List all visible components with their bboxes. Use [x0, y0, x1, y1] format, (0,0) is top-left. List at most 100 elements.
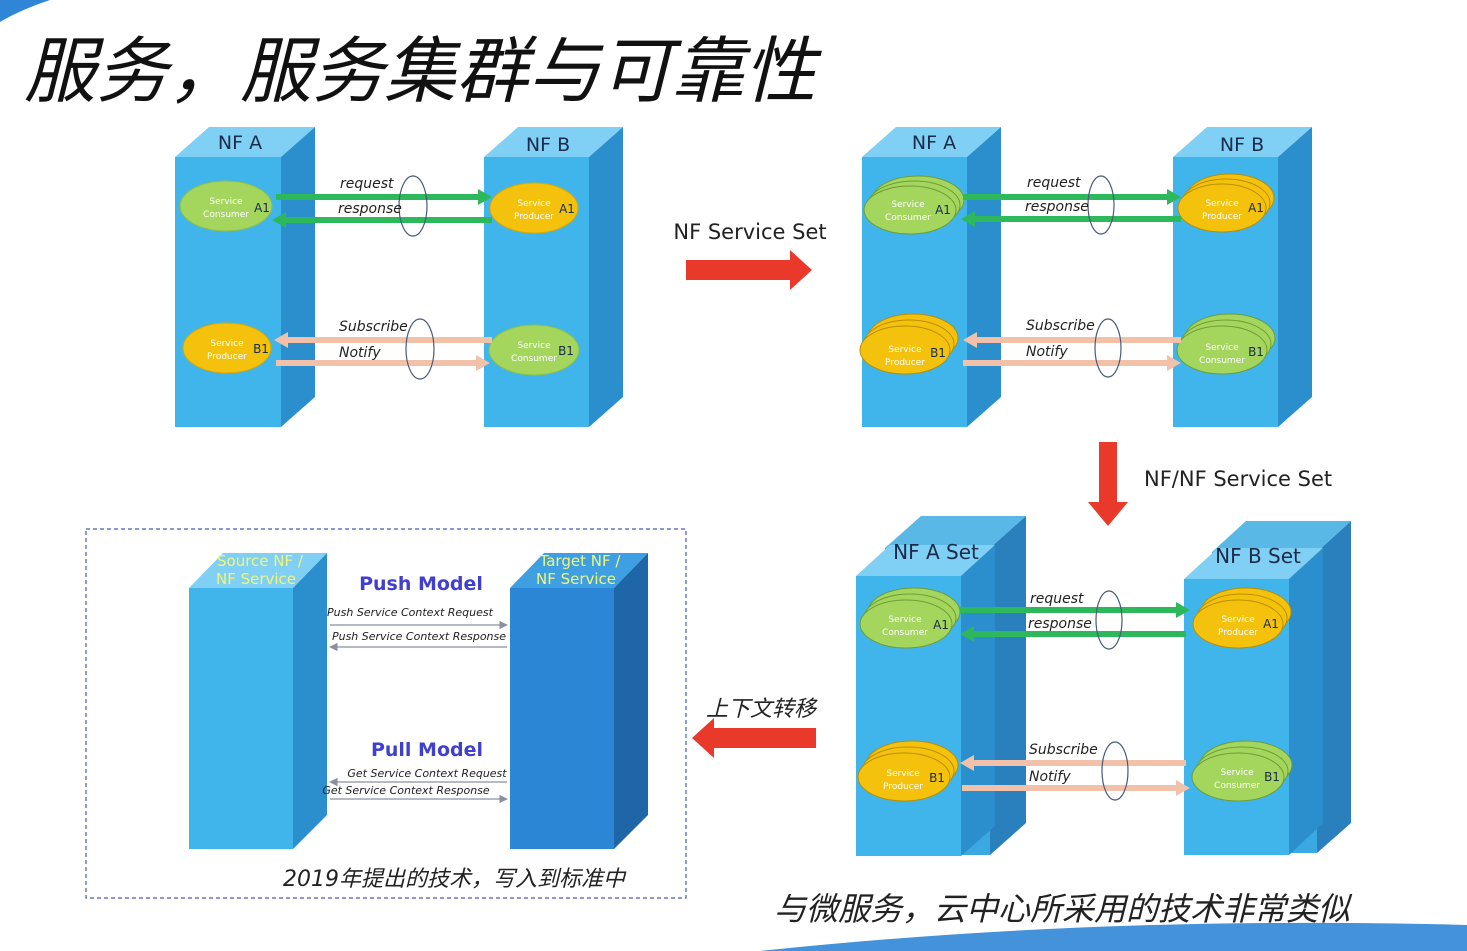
svg-text:Producer: Producer	[883, 782, 923, 792]
svg-text:B1: B1	[929, 771, 945, 785]
nf-nf-service-set-transition: NF/NF Service Set	[1088, 442, 1332, 526]
nf-b-box: NF B	[484, 127, 623, 427]
nf-a-label: NF A	[912, 132, 956, 154]
request-label: request	[1030, 591, 1084, 607]
request-label: request	[1027, 175, 1081, 191]
service-producer-b1: Service Producer B1	[182, 322, 272, 374]
response-label: response	[1028, 616, 1092, 632]
svg-text:B1: B1	[1248, 345, 1264, 359]
response-arrow	[961, 211, 1181, 227]
subscribe-notify-pair-marker	[1094, 318, 1122, 378]
service-consumer-b1: Service Consumer B1	[488, 324, 580, 376]
footer-note: 与微服务，云中心所采用的技术非常类似	[774, 890, 1353, 928]
context-transfer-transition: 上下文转移	[692, 697, 818, 758]
service-consumer-b1-stack: Service Consumer B1	[1191, 740, 1293, 802]
svg-text:Producer: Producer	[885, 358, 925, 368]
svg-text:Consumer: Consumer	[885, 213, 931, 223]
response-arrow	[272, 212, 492, 228]
request-response-pair-marker	[1087, 175, 1115, 235]
svg-text:Service: Service	[888, 345, 922, 355]
service-consumer-b1-stack: Service Consumer B1	[1176, 313, 1276, 375]
target-nf-box: Target NF / NF Service	[510, 552, 648, 849]
subscribe-arrow	[960, 755, 1186, 771]
svg-text:B1: B1	[930, 346, 946, 360]
nf-service-set-label: NF Service Set	[673, 220, 826, 244]
nf-a-box: NF A	[175, 127, 315, 427]
svg-text:Consumer: Consumer	[511, 354, 557, 364]
svg-text:A1: A1	[933, 618, 949, 632]
notify-label: Notify	[339, 345, 381, 361]
bottom-wave-decoration	[760, 922, 1467, 951]
push-response-label: Push Service Context Response	[332, 630, 506, 643]
service-consumer-a1-stack: Service Consumer A1	[859, 587, 961, 649]
push-request-label: Push Service Context Request	[327, 606, 494, 619]
service-producer-b1-stack: Service Producer B1	[859, 313, 959, 375]
nf-service-set-transition: NF Service Set	[673, 220, 827, 290]
response-label: response	[338, 201, 402, 217]
page-title: 服务，服务集群与可靠性	[24, 29, 822, 113]
pull-model-title: Pull Model	[371, 739, 483, 761]
notify-arrow	[962, 780, 1190, 796]
svg-text:Service: Service	[209, 197, 243, 207]
svg-text:Producer: Producer	[1218, 628, 1258, 638]
svg-text:Service: Service	[517, 341, 551, 351]
target-nf-label-line2: NF Service	[536, 570, 616, 588]
subscribe-label: Subscribe	[1029, 742, 1098, 758]
service-producer-a1-stack: Service Producer A1	[1177, 173, 1275, 233]
corner-decoration	[0, 0, 50, 22]
nf-a-box: NF A	[862, 127, 1001, 427]
nf-a-set-box: NF A Set	[856, 516, 1026, 856]
subscribe-arrow	[274, 332, 492, 348]
svg-text:Consumer: Consumer	[1199, 356, 1245, 366]
nf-b-box: NF B	[1173, 127, 1312, 427]
nf-b-set-label: NF B Set	[1215, 544, 1301, 568]
push-model-title: Push Model	[359, 573, 483, 595]
service-producer-a1: Service Producer A1	[489, 182, 579, 234]
nf-b-set-box: NF B Set	[1184, 521, 1351, 855]
panel-nf-service-set: NF A NF B Service Consumer A1 Service Pr…	[859, 127, 1312, 427]
notify-arrow	[963, 355, 1181, 371]
request-arrow	[960, 602, 1190, 618]
svg-text:Service: Service	[1221, 615, 1255, 625]
svg-text:Producer: Producer	[207, 352, 247, 362]
source-nf-label-line2: NF Service	[216, 570, 296, 588]
context-panel-border	[85, 528, 687, 899]
svg-text:A1: A1	[1248, 201, 1264, 215]
request-label: request	[340, 176, 394, 192]
svg-text:Service: Service	[891, 200, 925, 210]
svg-text:Producer: Producer	[1202, 212, 1242, 222]
pull-request-label: Get Service Context Request	[347, 767, 507, 780]
request-response-pair-marker	[1095, 590, 1123, 650]
nf-b-label: NF B	[1220, 134, 1264, 156]
svg-text:B1: B1	[253, 342, 269, 356]
source-nf-label-line1: Source NF /	[217, 552, 304, 570]
nf-b-label: NF B	[526, 134, 570, 156]
svg-text:Consumer: Consumer	[882, 628, 928, 638]
target-nf-label-line1: Target NF /	[539, 552, 622, 570]
context-caption: 2019年提出的技术，写入到标准中	[283, 867, 627, 892]
request-arrow	[963, 189, 1181, 205]
response-arrow	[960, 626, 1186, 642]
service-consumer-a1: Service Consumer A1	[179, 180, 273, 232]
response-label: response	[1025, 199, 1089, 215]
context-transfer-label: 上下文转移	[706, 697, 818, 722]
source-nf-box: Source NF / NF Service	[189, 552, 327, 849]
pull-response-label: Get Service Context Response	[322, 784, 490, 797]
svg-text:Producer: Producer	[514, 212, 554, 222]
service-producer-b1-stack: Service Producer B1	[857, 740, 959, 802]
svg-text:A1: A1	[1263, 617, 1279, 631]
svg-text:Service: Service	[517, 199, 551, 209]
request-response-pair-marker	[398, 175, 428, 237]
nf-a-set-label: NF A Set	[893, 540, 979, 564]
svg-text:B1: B1	[558, 344, 574, 358]
service-consumer-a1-stack: Service Consumer A1	[863, 175, 965, 235]
context-transfer-panel: Source NF / NF Service Target NF / NF Se…	[85, 528, 687, 899]
notify-label: Notify	[1029, 769, 1071, 785]
svg-text:Service: Service	[888, 615, 922, 625]
notify-label: Notify	[1026, 344, 1068, 360]
request-arrow	[276, 189, 492, 205]
svg-text:A1: A1	[254, 201, 270, 215]
panel-nf-basic: NF A NF B Service Consumer A1 Service Pr…	[175, 127, 623, 427]
subscribe-notify-pair-marker	[1101, 741, 1129, 801]
